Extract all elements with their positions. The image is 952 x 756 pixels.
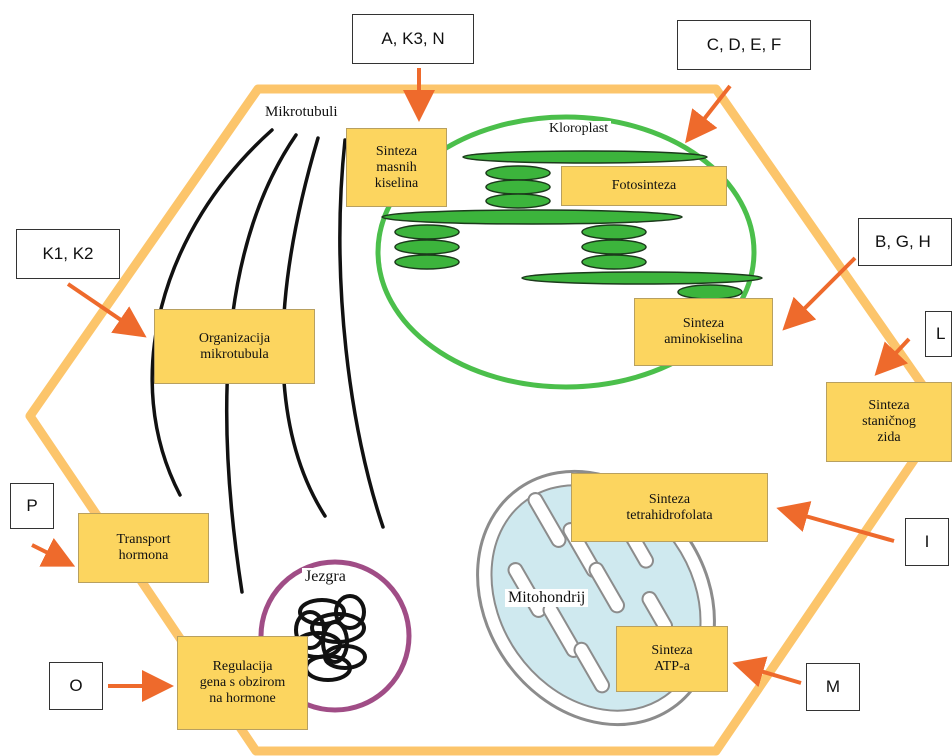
box-sinteza-stanicnog-zida: Sinteza staničnog zida	[826, 382, 952, 462]
arrow-p	[31, 537, 76, 567]
letters-k1-k2: K1, K2	[16, 229, 120, 279]
label-kloroplast: Kloroplast	[546, 121, 612, 137]
arrow-k1-k2	[66, 282, 147, 338]
label-mitohondrij: Mitohondrij	[505, 589, 589, 607]
box-sinteza-atp: Sinteza ATP-a	[616, 626, 728, 692]
box-regulacija-gena: Regulacija gena s obzirom na hormone	[177, 636, 308, 730]
arrow-m	[732, 656, 802, 688]
box-organizacija-mikrotubula: Organizacija mikrotubula	[154, 309, 315, 384]
box-sinteza-aminokiselina: Sinteza aminokiselina	[634, 298, 773, 366]
letters-b-g-h: B, G, H	[858, 218, 952, 266]
arrow-c-d-e-f	[685, 84, 732, 144]
arrow-i	[776, 501, 895, 543]
label-mikrotubuli: Mikrotubuli	[262, 104, 341, 121]
box-sinteza-tetrahidrofolata: Sinteza tetrahidrofolata	[571, 473, 768, 542]
cell-wall	[25, 84, 949, 756]
chloroplast-outline	[375, 114, 757, 390]
letters-i: I	[905, 518, 949, 566]
label-jezgra: Jezgra	[302, 568, 349, 586]
box-sinteza-masnih-kiselina: Sinteza masnih kiselina	[346, 128, 447, 207]
box-transport-hormona: Transport hormona	[78, 513, 209, 583]
letters-a-k3-n: A, K3, N	[352, 14, 474, 64]
letters-p: P	[10, 483, 54, 529]
arrow-b-g-h	[782, 256, 857, 331]
letters-c-d-e-f: C, D, E, F	[677, 20, 811, 70]
arrows	[31, 68, 911, 702]
box-fotosinteza: Fotosinteza	[561, 166, 727, 206]
letters-o: O	[49, 662, 103, 710]
letters-l: L	[925, 311, 952, 357]
arrow-l	[874, 337, 911, 376]
grana	[381, 150, 763, 300]
letters-m: M	[806, 663, 860, 711]
